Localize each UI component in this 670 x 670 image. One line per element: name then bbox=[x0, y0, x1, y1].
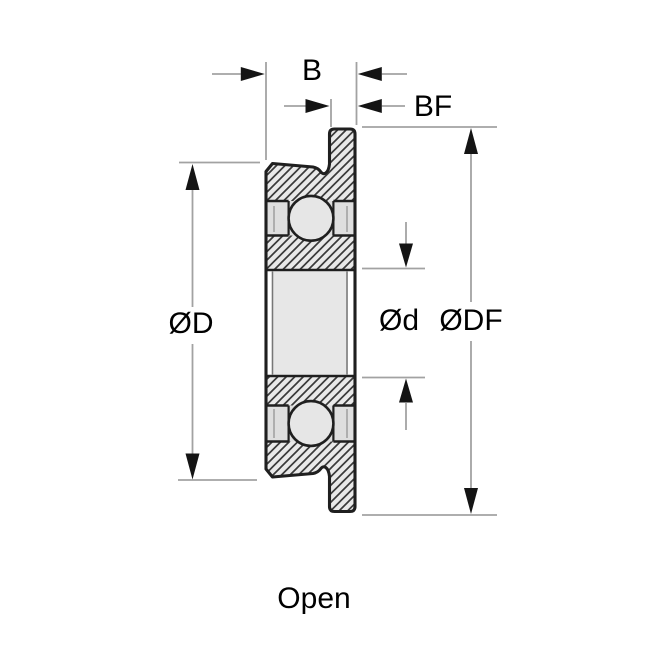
dim-b: B bbox=[212, 54, 407, 160]
dim-odf-top-arrowhead bbox=[464, 128, 478, 154]
dim-bore: Ød bbox=[362, 222, 425, 430]
dim-od-top-arrowhead bbox=[185, 164, 200, 190]
dim-label-od: ØD bbox=[169, 307, 214, 340]
dim-label-b: B bbox=[302, 54, 322, 87]
dim-bf: BF bbox=[284, 90, 452, 127]
dim-b-left-arrowhead bbox=[240, 67, 265, 81]
dim-bf-right-arrowhead bbox=[357, 99, 382, 113]
bore-tube bbox=[273, 271, 346, 375]
dim-label-bf: BF bbox=[414, 90, 452, 123]
dim-bore-bottom-arrowhead bbox=[399, 378, 413, 403]
dim-od: ØD bbox=[169, 161, 260, 481]
dim-bore-top-arrowhead bbox=[399, 243, 413, 268]
bearing-section bbox=[264, 127, 357, 514]
dim-od-bottom-arrowhead bbox=[185, 453, 200, 480]
dim-b-right-arrowhead bbox=[357, 67, 382, 81]
dim-label-bore: Ød bbox=[379, 304, 419, 337]
hatch-region-top bbox=[266, 129, 355, 201]
ball-top bbox=[287, 194, 335, 243]
ball-bottom bbox=[287, 399, 335, 448]
dim-label-odf: ØDF bbox=[439, 304, 502, 337]
bearing-silhouette-outline bbox=[264, 127, 357, 514]
caption-open: Open bbox=[277, 582, 350, 615]
hatch-region-bottom bbox=[266, 441, 355, 512]
dim-bf-left-arrowhead bbox=[305, 99, 330, 113]
dim-odf-bottom-arrowhead bbox=[464, 488, 478, 514]
dim-odf: ØDF bbox=[362, 126, 503, 516]
